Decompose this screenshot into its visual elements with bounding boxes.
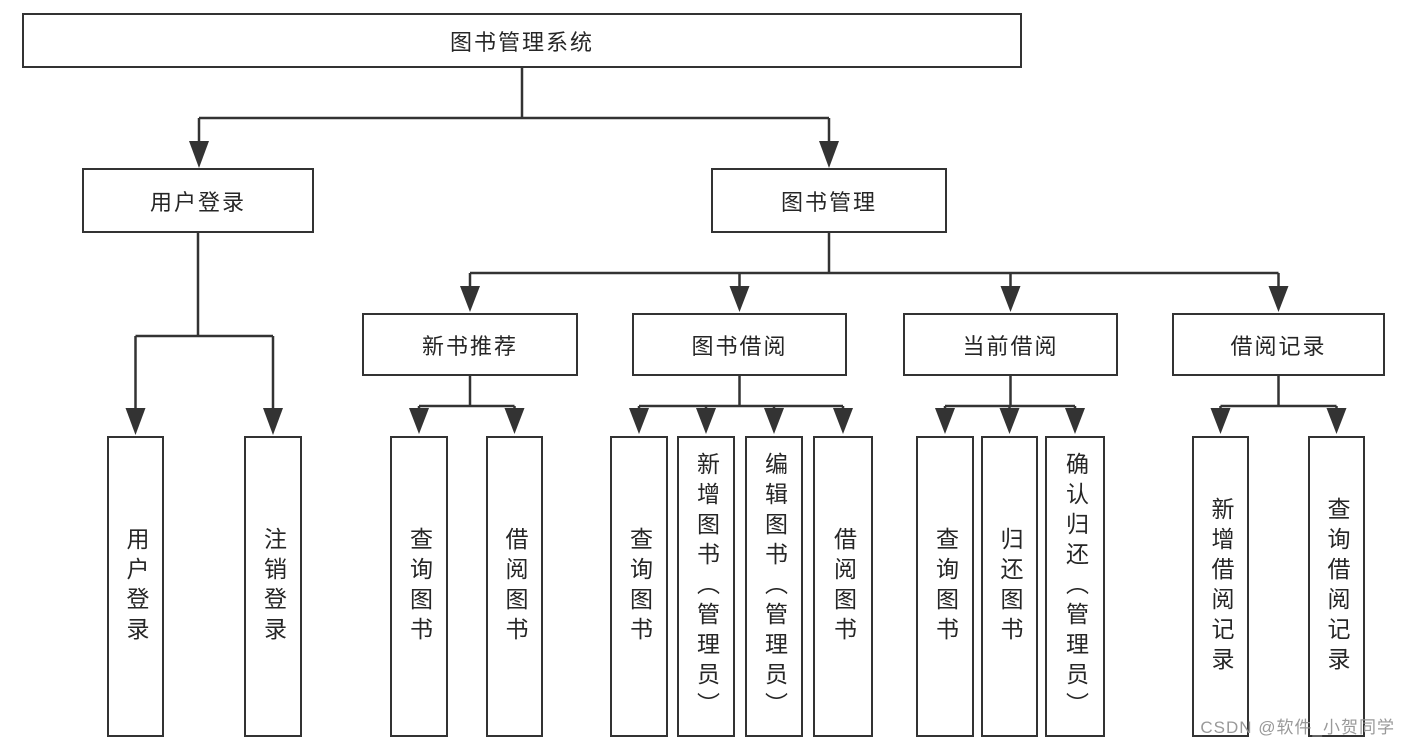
node-borrow-records-label: 借阅记录 <box>1230 333 1327 359</box>
leaf-borrow-edit-books-admin-label: 编辑图书（管理员） <box>761 451 788 722</box>
leaf-borrow-add-books-admin-label: 新增图书（管理员） <box>693 451 720 722</box>
leaf-logout-login: 注销登录 <box>244 436 302 737</box>
leaf-current-return-books-label: 归还图书 <box>997 526 1023 647</box>
leaf-user-login-label: 用户登录 <box>123 526 149 647</box>
node-current-borrow-label: 当前借阅 <box>962 333 1059 359</box>
leaf-logout-login-label: 注销登录 <box>260 526 287 647</box>
connector-book-borrow-to-leaves <box>629 376 853 434</box>
leaf-current-return-books: 归还图书 <box>981 436 1038 737</box>
connector-root-to-level2 <box>189 68 839 168</box>
leaf-borrow-query-books-label: 查询图书 <box>626 526 653 647</box>
node-root-label: 图书管理系统 <box>449 29 594 55</box>
connector-new-book-recommend-to-leaves <box>409 376 525 434</box>
leaf-records-add-record-label: 新增借阅记录 <box>1208 496 1234 677</box>
node-book-management: 图书管理 <box>711 168 947 233</box>
leaf-current-confirm-return-admin: 确认归还（管理员） <box>1045 436 1105 737</box>
leaf-borrow-borrow-books: 借阅图书 <box>813 436 873 737</box>
leaf-borrow-query-books: 查询图书 <box>610 436 668 737</box>
node-root: 图书管理系统 <box>22 13 1022 68</box>
node-new-book-recommend: 新书推荐 <box>362 313 578 376</box>
leaf-records-query-record: 查询借阅记录 <box>1308 436 1365 737</box>
node-book-management-label: 图书管理 <box>780 189 877 215</box>
leaf-recommend-query-books-label: 查询图书 <box>406 526 433 647</box>
connector-user-login-to-leaves <box>125 233 283 435</box>
leaf-current-confirm-return-admin-label: 确认归还（管理员） <box>1062 451 1089 722</box>
leaf-borrow-add-books-admin: 新增图书（管理员） <box>677 436 735 737</box>
node-book-borrow: 图书借阅 <box>632 313 847 376</box>
node-user-login: 用户登录 <box>82 168 314 233</box>
leaf-user-login: 用户登录 <box>107 436 164 737</box>
node-new-book-recommend-label: 新书推荐 <box>421 333 518 359</box>
leaf-borrow-borrow-books-label: 借阅图书 <box>830 526 857 647</box>
connector-book-management-to-level3 <box>460 233 1289 312</box>
leaf-borrow-edit-books-admin: 编辑图书（管理员） <box>745 436 803 737</box>
csdn-watermark: CSDN @软件_小贺同学 <box>1200 718 1395 737</box>
leaf-records-query-record-label: 查询借阅记录 <box>1324 496 1350 677</box>
node-borrow-records: 借阅记录 <box>1172 313 1385 376</box>
leaf-records-add-record: 新增借阅记录 <box>1192 436 1249 737</box>
connector-borrow-records-to-leaves <box>1210 376 1347 434</box>
leaf-recommend-borrow-books: 借阅图书 <box>486 436 543 737</box>
leaf-recommend-query-books: 查询图书 <box>390 436 448 737</box>
leaf-current-query-books-label: 查询图书 <box>932 526 959 647</box>
node-user-login-label: 用户登录 <box>149 189 246 215</box>
connector-current-borrow-to-leaves <box>935 376 1085 434</box>
leaf-current-query-books: 查询图书 <box>916 436 974 737</box>
leaf-recommend-borrow-books-label: 借阅图书 <box>502 526 528 647</box>
node-current-borrow: 当前借阅 <box>903 313 1118 376</box>
node-book-borrow-label: 图书借阅 <box>691 333 788 359</box>
